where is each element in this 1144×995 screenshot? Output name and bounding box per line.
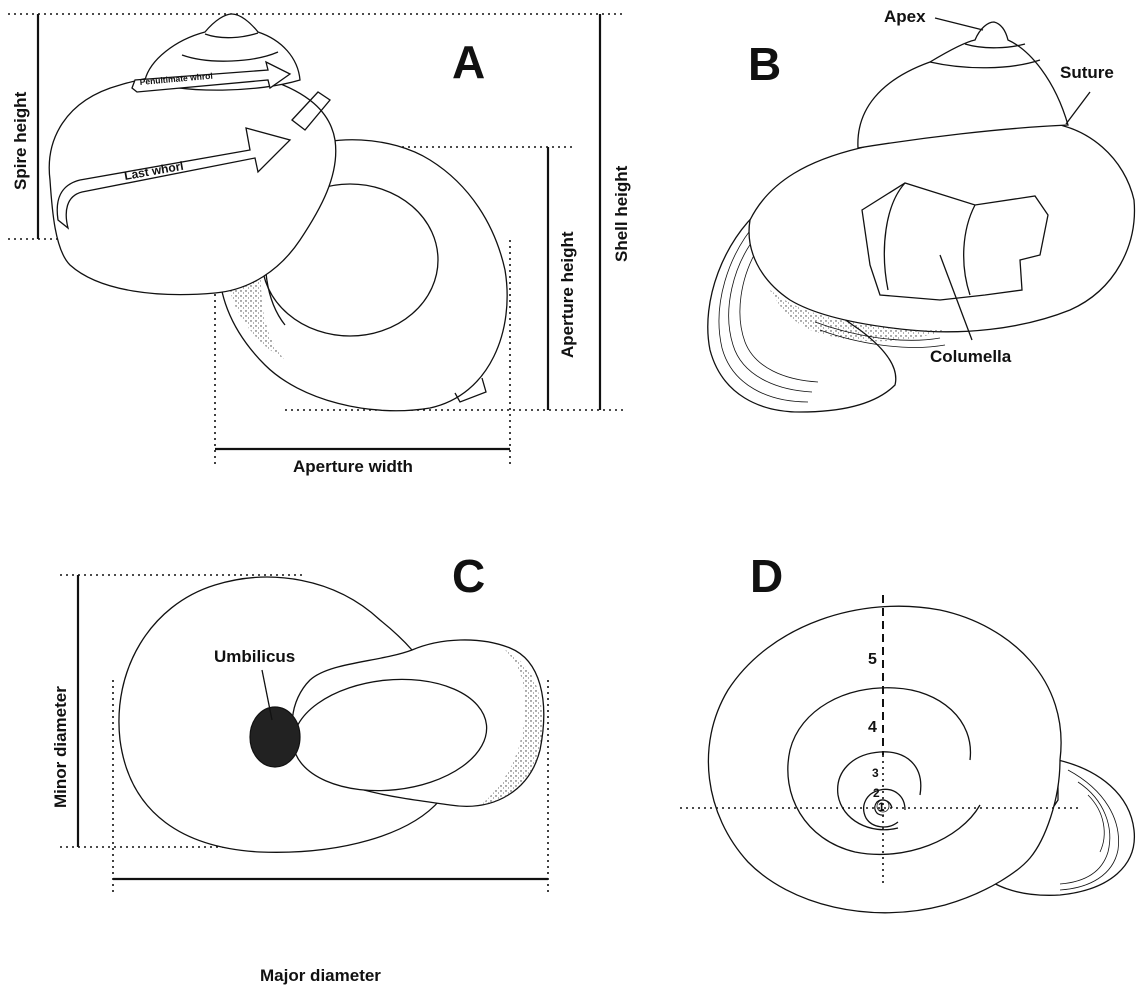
panel-c-letter: C [452,550,485,602]
umbilicus-disc [250,707,300,767]
whorl-number-4: 4 [868,719,877,736]
columella-label: Columella [930,347,1012,366]
umbilicus-label: Umbilicus [214,647,295,666]
whorl-5 [708,606,1061,913]
suture-label: Suture [1060,63,1114,82]
panel-a-letter: A [452,36,485,88]
whorl-number-5: 5 [868,651,877,668]
panel-b-letter: B [748,38,781,90]
apex-pointer [935,18,983,30]
whorl-number-2: 2 [873,786,880,800]
suture-pointer [1066,92,1090,124]
panel-a: Penultimate whrol Last whorl A Spire hei… [8,14,631,476]
panel-d-letter: D [750,550,783,602]
panel-b: B Apex Suture Columella [708,7,1135,412]
apex-label: Apex [884,7,926,26]
shell-height-label: Shell height [612,165,631,262]
whorl-number-1: 1 [878,800,885,814]
aperture-width-label: Aperture width [293,457,413,476]
aperture-b-outline [862,183,1048,300]
panel-d: D 5 4 3 2 1 [680,550,1134,913]
spire-height-label: Spire height [11,91,30,190]
whorl-number-3: 3 [872,766,879,780]
minor-diameter-label: Minor diameter [51,686,70,808]
aperture-height-label: Aperture height [558,231,577,358]
panel-c: C Umbilicus Minor diameter Major diamete… [51,550,548,985]
major-diameter-label: Major diameter [260,966,381,985]
